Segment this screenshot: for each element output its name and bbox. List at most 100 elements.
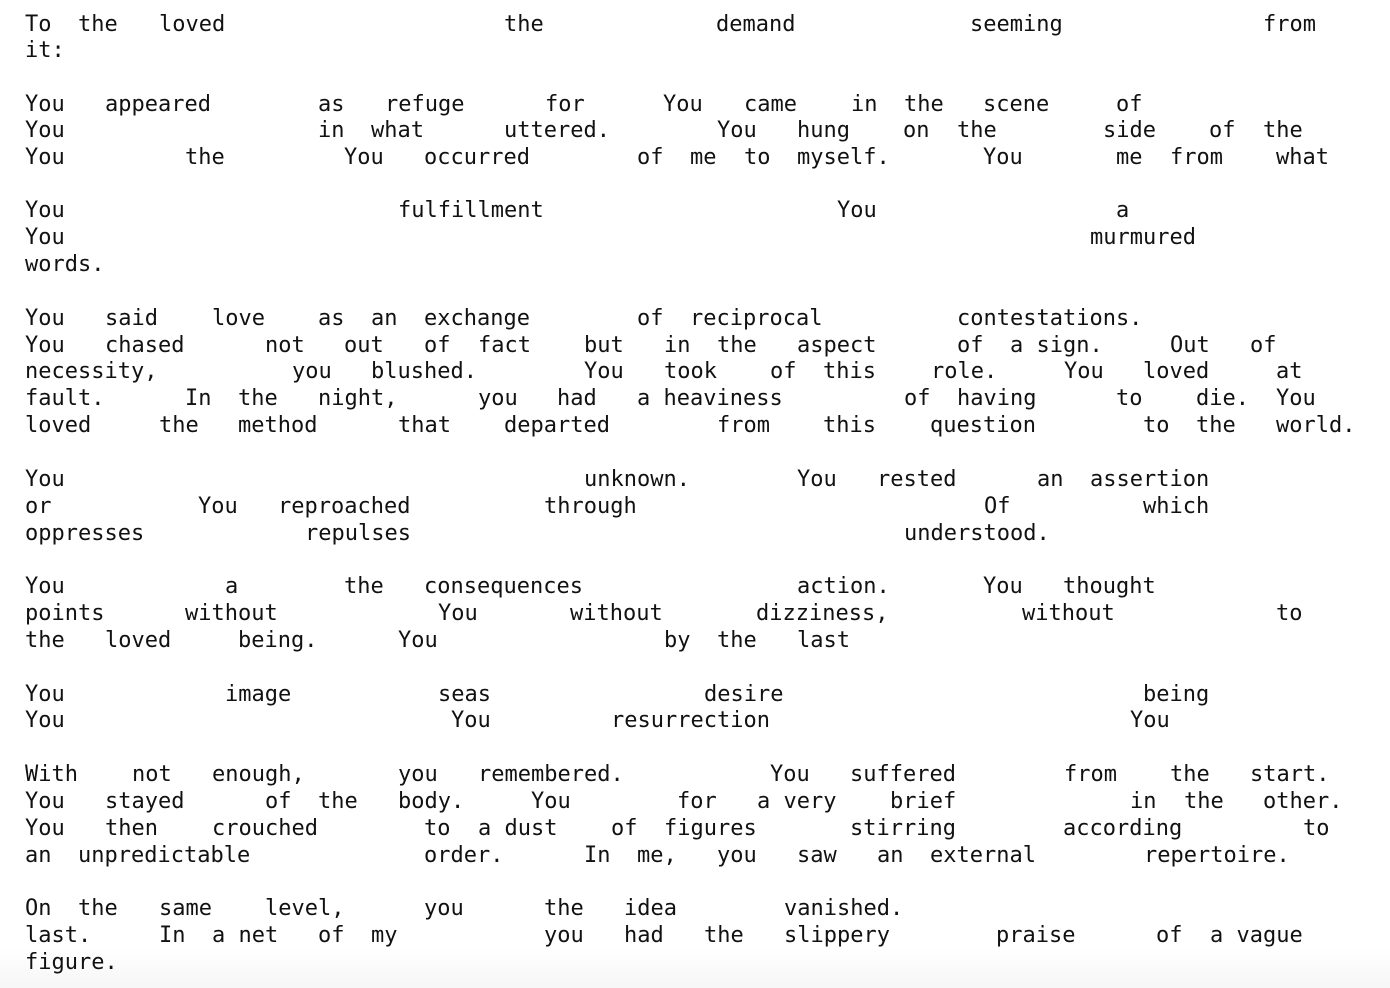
poem-word: enough, xyxy=(212,762,305,787)
poem-word: action. xyxy=(797,574,890,599)
poem-word: role. xyxy=(931,359,998,384)
poem-word: to xyxy=(744,145,771,170)
poem-word: assertion xyxy=(1090,467,1210,492)
poem-word: this xyxy=(823,413,876,438)
poem-word: In xyxy=(159,923,186,948)
poem-word: You xyxy=(25,145,65,170)
poem-word: points xyxy=(25,601,105,626)
poem-word: You xyxy=(198,494,238,519)
poem-word: external xyxy=(930,843,1036,868)
poem-word: without xyxy=(185,601,278,626)
poem-word: figure. xyxy=(25,950,118,975)
poem-word: at xyxy=(1276,359,1303,384)
poem-word: it: xyxy=(25,38,65,63)
poem-word: You xyxy=(398,628,438,653)
poem-word: which xyxy=(1143,494,1210,519)
poem-word: reciprocal xyxy=(690,306,823,331)
poem-word: unknown. xyxy=(584,467,690,492)
poem-word: You xyxy=(584,359,624,384)
poem-word: the xyxy=(1263,118,1303,143)
poem-word: of xyxy=(318,923,345,948)
poem-word: necessity, xyxy=(25,359,158,384)
poem-word: night, xyxy=(318,386,398,411)
poem-word: You xyxy=(25,118,65,143)
poem-word: loved xyxy=(159,12,226,37)
poem-word: You xyxy=(25,574,65,599)
poem-word: from xyxy=(1064,762,1117,787)
poem-word: Out xyxy=(1170,333,1210,358)
poem-word: you xyxy=(544,923,584,948)
poem-word: image xyxy=(225,682,292,707)
poem-word: the xyxy=(159,413,199,438)
poem-word: level, xyxy=(265,896,345,921)
poem-word: consequences xyxy=(424,574,583,599)
poem-word: demand xyxy=(716,12,796,37)
poem-word: a sign. xyxy=(1010,333,1103,358)
poem-word: an xyxy=(1037,467,1064,492)
poem-word: to xyxy=(1116,386,1143,411)
poem-word: the xyxy=(904,92,944,117)
poem-word: You xyxy=(531,789,571,814)
poem-word: last xyxy=(797,628,850,653)
poem-word: according xyxy=(1063,816,1183,841)
poem-word: blushed. xyxy=(371,359,477,384)
poem-word: for xyxy=(677,789,717,814)
poem-word: slippery xyxy=(784,923,890,948)
poem-word: this xyxy=(823,359,876,384)
poem-word: You xyxy=(25,789,65,814)
poem-word: myself. xyxy=(797,145,890,170)
poem-word: You xyxy=(25,682,65,707)
poem-word: a very xyxy=(757,789,837,814)
poem-word: oppresses xyxy=(25,521,145,546)
poem-word: With xyxy=(25,762,78,787)
poem-word: in xyxy=(851,92,878,117)
poem-word: body. xyxy=(398,789,465,814)
poem-word: of xyxy=(1156,923,1183,948)
poem-word: rested xyxy=(877,467,957,492)
poem-word: murmured xyxy=(1090,225,1196,250)
poem-word: of xyxy=(611,816,638,841)
poem-word: suffered xyxy=(850,762,956,787)
poem-word: You xyxy=(25,225,65,250)
poem-word: of xyxy=(265,789,292,814)
poem-word: on xyxy=(903,118,930,143)
poem-word: had xyxy=(557,386,597,411)
poem-word: seas xyxy=(438,682,491,707)
poem-word: but xyxy=(584,333,624,358)
poem-word: You xyxy=(25,198,65,223)
poem-word: in xyxy=(1130,789,1157,814)
poem-word: vanished. xyxy=(784,896,904,921)
poem-word: desire xyxy=(704,682,784,707)
poem-word: loved xyxy=(105,628,172,653)
poem-word: You xyxy=(25,816,65,841)
poem-word: crouched xyxy=(212,816,318,841)
poem-word: remembered. xyxy=(478,762,624,787)
poem-word: the xyxy=(78,896,118,921)
poem-word: fulfillment xyxy=(398,198,544,223)
poem-word: You xyxy=(1064,359,1104,384)
poem-word: refuge xyxy=(385,92,465,117)
poem-word: fault. xyxy=(25,386,105,411)
poem-word: what xyxy=(1276,145,1329,170)
poem-word: To xyxy=(25,12,52,37)
poem-word: the xyxy=(717,628,757,653)
poem-word: You xyxy=(438,601,478,626)
poem-word: the xyxy=(504,12,544,37)
poem-word: the xyxy=(957,118,997,143)
poem-word: from xyxy=(717,413,770,438)
poem-word: thought xyxy=(1063,574,1156,599)
poem-word: being. xyxy=(238,628,318,653)
poem-word: resurrection xyxy=(611,708,770,733)
poem-word: me, xyxy=(637,843,677,868)
poem-word: for xyxy=(545,92,585,117)
poem-word: to xyxy=(424,816,451,841)
poem-word: occurred xyxy=(424,145,530,170)
poem-word: You xyxy=(344,145,384,170)
poem-word: You xyxy=(25,92,65,117)
poem-word: the xyxy=(544,896,584,921)
poem-word: not xyxy=(132,762,172,787)
poem-word: appeared xyxy=(105,92,211,117)
poem-word: world. xyxy=(1276,413,1356,438)
poem-word: of xyxy=(904,386,931,411)
